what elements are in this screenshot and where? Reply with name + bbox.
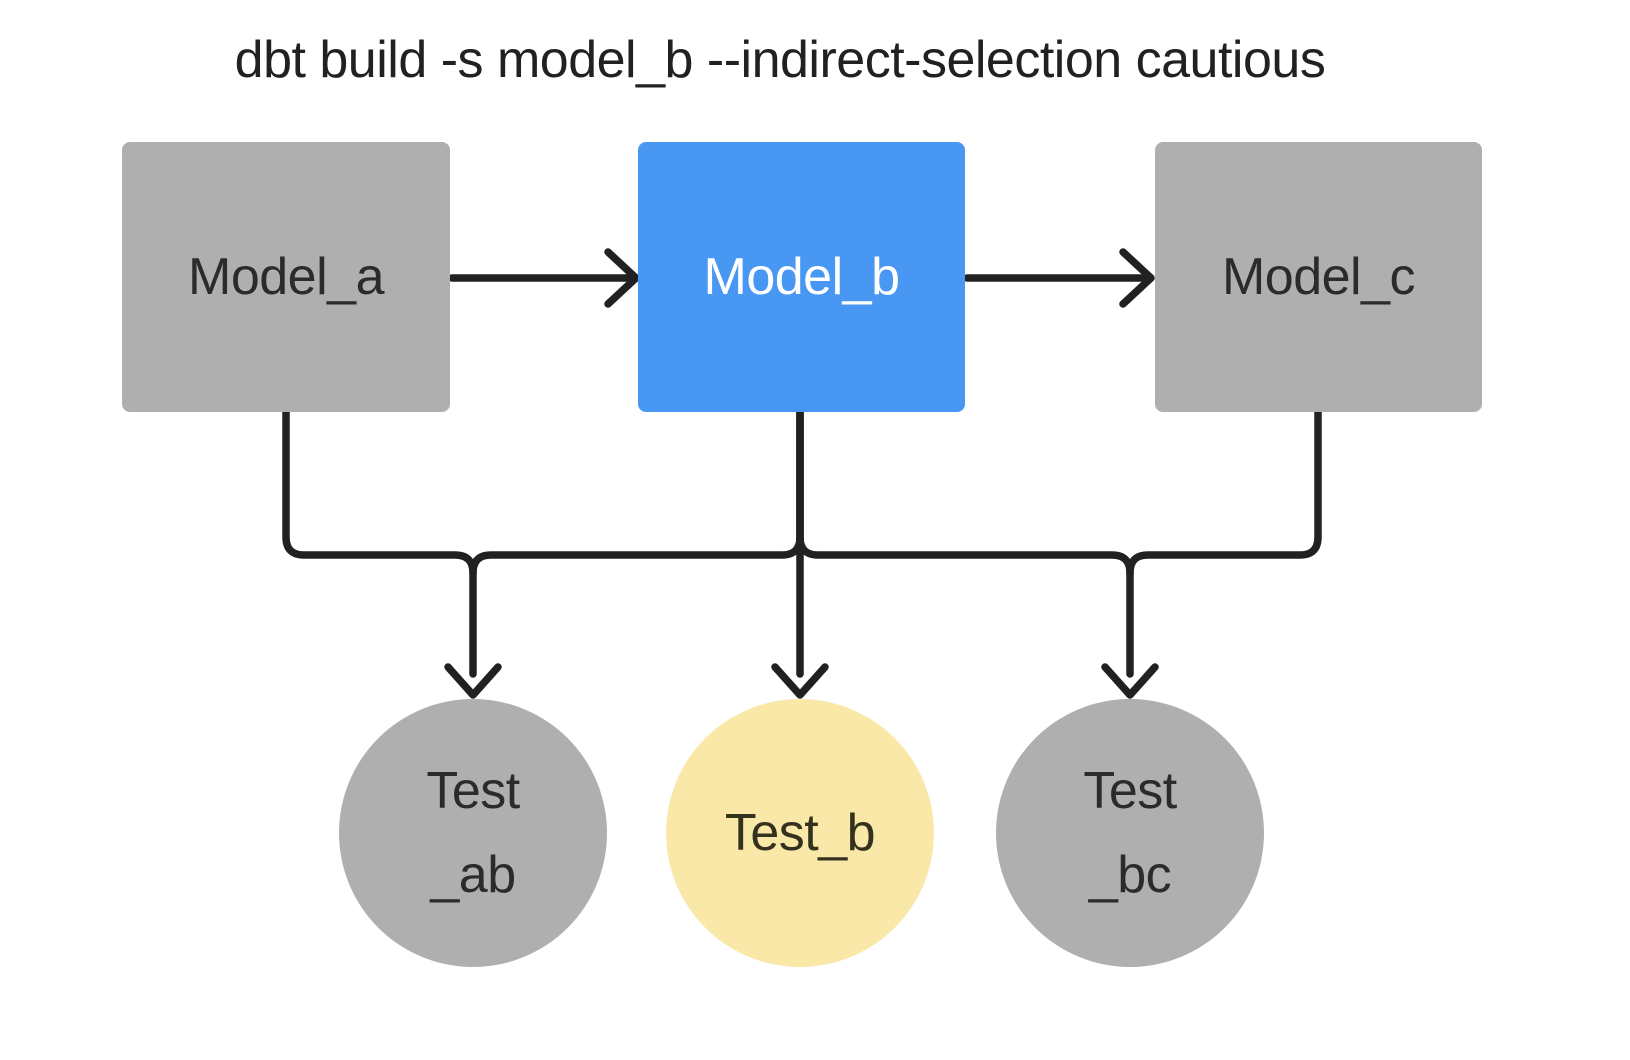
edge-model-c-to-test-bc [1126, 404, 1322, 577]
node-model-a: Model_a [122, 142, 450, 412]
arrowhead-into-test-b [771, 663, 829, 699]
node-test-b: Test_b [666, 699, 934, 967]
edge-model-b-to-test-bc [796, 404, 1134, 678]
diagram-title: dbt build -s model_b --indirect-selectio… [234, 31, 1326, 89]
node-test-bc-label-line2: _bc [1088, 846, 1172, 904]
node-model-a-label: Model_a [188, 248, 384, 306]
node-model-b-label: Model_b [703, 248, 900, 306]
node-model-b: Model_b [638, 142, 965, 412]
edge-model-b-to-test-ab [469, 404, 804, 577]
node-test-ab-label-line1: Test [426, 762, 520, 820]
node-test-bc: Test _bc [996, 699, 1264, 967]
node-test-ab: Test _ab [339, 699, 607, 967]
node-model-c-label: Model_c [1221, 248, 1416, 306]
node-test-bc-label-line1: Test [1083, 762, 1177, 820]
node-model-c: Model_c [1155, 142, 1482, 412]
edge-model-a-to-test-ab [282, 404, 477, 678]
arrowhead-into-model-c [1119, 248, 1155, 308]
arrowhead-into-test-ab [444, 663, 502, 699]
arrowhead-into-test-bc [1101, 663, 1159, 699]
node-test-ab-label-line2: _ab [430, 846, 516, 904]
arrowhead-into-model-b [604, 248, 640, 308]
node-test-b-label-line1: Test_b [724, 804, 876, 862]
